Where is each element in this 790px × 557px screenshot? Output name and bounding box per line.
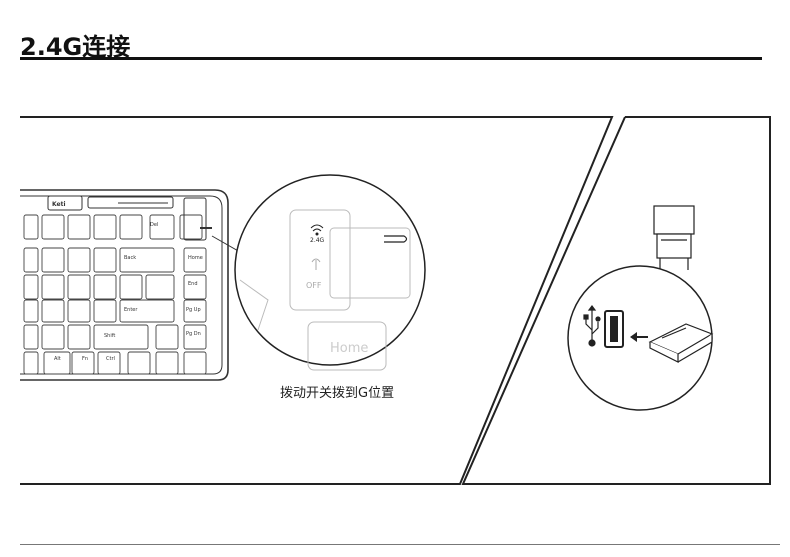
usb-port xyxy=(604,310,624,348)
bottom-divider xyxy=(20,544,780,545)
keyboard-keys xyxy=(23,214,207,375)
home-key-label: Home xyxy=(330,341,368,356)
usb-zoom-circle xyxy=(567,265,714,411)
usb-icon xyxy=(583,305,601,347)
svg-text:Enter: Enter xyxy=(124,307,138,313)
mode-off-label: OFF xyxy=(306,281,322,290)
left-panel-frame xyxy=(20,116,614,485)
switch-slider xyxy=(384,235,408,243)
svg-text:Shift: Shift xyxy=(104,333,115,339)
keyboard-illustration xyxy=(20,189,229,381)
usb-dongle-plug xyxy=(653,205,695,270)
svg-text:Pg Dn: Pg Dn xyxy=(186,331,201,337)
svg-text:Alt: Alt xyxy=(54,356,61,362)
wifi-icon xyxy=(310,224,324,236)
page-title: 2.4G连接 xyxy=(20,33,131,61)
svg-text:Pg Up: Pg Up xyxy=(186,307,201,313)
svg-text:Fn: Fn xyxy=(82,356,88,362)
keyboard-key-labels: Del Back Home End Enter Pg Up Pg Dn Shif… xyxy=(54,222,203,362)
svg-text:Home: Home xyxy=(188,255,203,261)
instruction-caption: 拨动开关拨到G位置 xyxy=(280,386,395,401)
switch-zoom-circle: 2.4G OFF Home xyxy=(234,174,426,371)
svg-text:Ctrl: Ctrl xyxy=(106,356,115,362)
svg-text:Del: Del xyxy=(150,222,158,228)
usb-receiver xyxy=(648,323,714,363)
svg-text:Back: Back xyxy=(124,255,136,261)
keyboard-brand-label: Keti xyxy=(52,201,66,208)
mode-24g-label: 2.4G xyxy=(310,237,325,244)
right-panel-frame xyxy=(461,116,771,485)
title-divider xyxy=(20,57,762,60)
insert-arrow-icon xyxy=(630,332,648,342)
wireless-off-icon xyxy=(311,258,321,270)
svg-text:End: End xyxy=(188,281,198,287)
